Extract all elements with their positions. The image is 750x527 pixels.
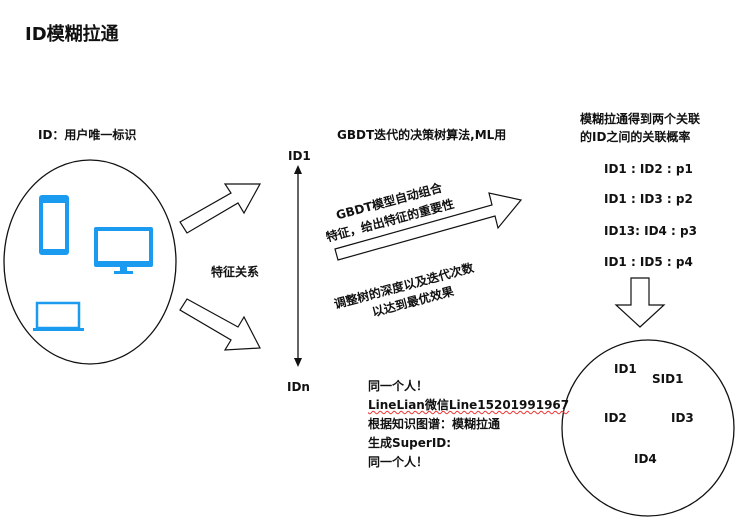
arrow-down-right	[179, 298, 261, 351]
down-arrow	[614, 277, 666, 328]
note-line: 根据知识图谱：模糊拉通	[368, 417, 501, 431]
phone-icon	[39, 195, 69, 255]
note-line-text: LineLian微信Line15201991967	[368, 398, 570, 412]
gbdt-arrow	[334, 192, 523, 261]
note-line: 同一个人！	[368, 379, 429, 393]
pair-4: ID1 : ID5 : p4	[604, 255, 693, 269]
relation-label: 特征关系	[211, 265, 260, 279]
monitor-icon	[94, 227, 153, 274]
user-circle	[3, 159, 177, 365]
page-title: ID模糊拉通	[25, 24, 119, 45]
arrow-up-right	[179, 183, 262, 234]
cluster-id: ID4	[634, 452, 657, 466]
note-line: 同一个人！	[368, 455, 429, 469]
cluster-id: ID3	[671, 411, 694, 425]
cluster-id: SID1	[652, 372, 684, 386]
pair-2: ID1 : ID3 : p2	[604, 192, 693, 206]
pair-3: ID13: ID4 : p3	[604, 224, 697, 238]
axis-top-label: ID1	[288, 149, 311, 163]
pair-1: ID1 : ID2 : p1	[604, 162, 693, 176]
left-heading: ID：用户唯一标识	[38, 128, 137, 142]
right-heading-1: 模糊拉通得到两个关联	[580, 112, 701, 126]
laptop-icon	[33, 301, 84, 331]
cluster-id: ID2	[604, 411, 627, 425]
superid-circle	[561, 339, 735, 517]
axis-bottom-label: IDn	[287, 380, 310, 394]
cluster-id: ID1	[614, 362, 637, 376]
middle-heading: GBDT迭代的决策树算法,ML用	[337, 128, 507, 142]
note-line: 生成SuperID:	[368, 436, 452, 450]
right-heading-2: 的ID之间的关联概率	[580, 130, 691, 144]
note-line: LineLian微信Line15201991967	[368, 396, 569, 413]
